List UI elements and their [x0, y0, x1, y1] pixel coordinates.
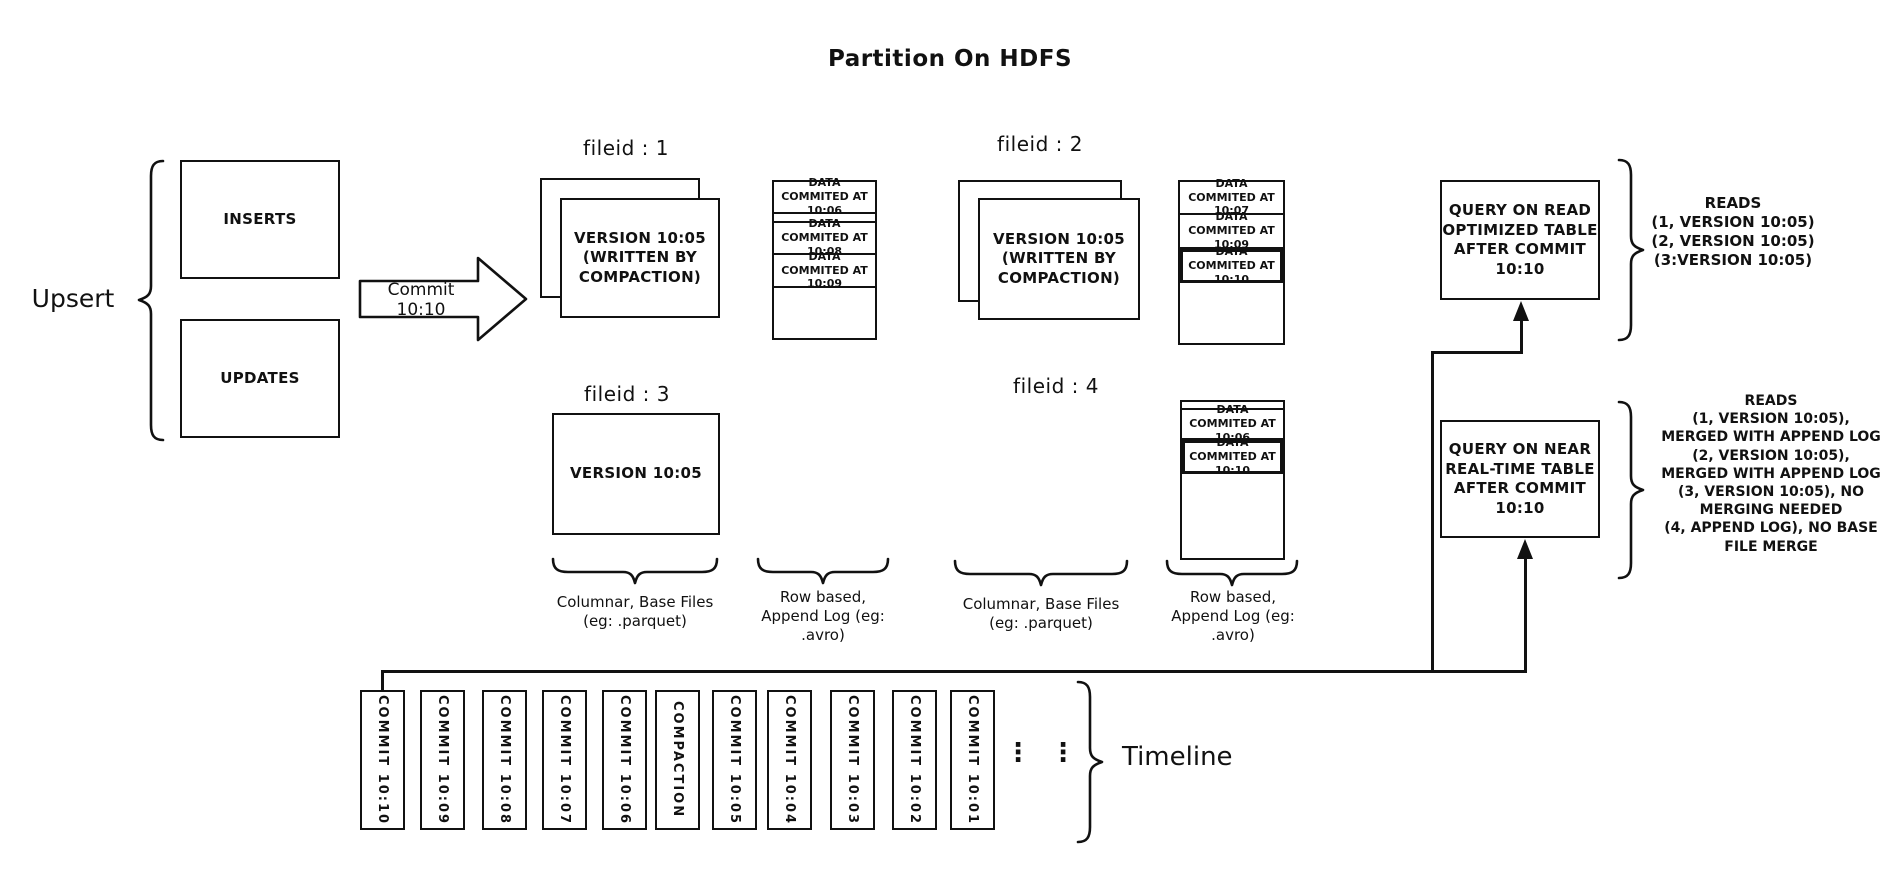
timeline-ellipsis-2: ⋮ — [1050, 738, 1076, 768]
append-log-1-segment-1009: DATA COMMITED AT 10:09 — [774, 250, 875, 290]
timeline-commit-1006: COMMIT 10:06 — [602, 690, 647, 830]
append-log-4-segment-1006: DATA COMMITED AT 10:06 — [1182, 403, 1283, 444]
fileid-1-base-text: VERSION 10:05 (WRITTEN BY COMPACTION) — [574, 228, 706, 286]
timeline-commit-1008-label: COMMIT 10:08 — [497, 694, 512, 826]
timeline-commit-1002-label: COMMIT 10:02 — [907, 694, 922, 826]
append-log-2-segment-1010: DATA COMMITED AT 10:10 — [1180, 245, 1283, 286]
inserts-label: INSERTS — [223, 209, 297, 228]
query-read-optimized-text: QUERY ON READ OPTIMIZED TABLE AFTER COMM… — [1442, 201, 1598, 278]
append-log-4: DATA COMMITED AT 10:06 DATA COMMITED AT … — [1180, 400, 1285, 560]
append-log-1-segment-1008: DATA COMMITED AT 10:08 — [774, 217, 875, 258]
fileid-4-label: fileid : 4 — [1013, 374, 1099, 398]
rowbased-label-2: Row based, Append Log (eg: .avro) — [1171, 588, 1295, 645]
timeline-compaction-label: COMPACTION — [670, 701, 685, 819]
timeline-commit-1005: COMMIT 10:05 — [712, 690, 757, 830]
reads-list-near-realtime: READS (1, VERSION 10:05), MERGED WITH AP… — [1661, 393, 1881, 555]
append-log-2: DATA COMMITED AT 10:07 DATA COMMITED AT … — [1178, 177, 1285, 345]
fileid-2-label: fileid : 2 — [997, 132, 1083, 156]
append-log-4-segment-1010: DATA COMMITED AT 10:10 — [1182, 436, 1283, 477]
upsert-label: Upsert — [31, 284, 115, 313]
timeline-commit-1004: COMMIT 10:04 — [767, 690, 812, 830]
timeline-compaction: COMPACTION — [655, 690, 700, 830]
timeline-commit-1007: COMMIT 10:07 — [542, 690, 587, 830]
timeline-label: Timeline — [1122, 742, 1233, 772]
append-log-1: DATA COMMITED AT 10:06 DATA COMMITED AT … — [772, 176, 877, 340]
timeline-commit-1007-label: COMMIT 10:07 — [557, 694, 572, 826]
page-title: Partition On HDFS — [827, 46, 1073, 72]
query-near-realtime-box: QUERY ON NEAR REAL-TIME TABLE AFTER COMM… — [1440, 420, 1600, 538]
fileid-1-base-card: VERSION 10:05 (WRITTEN BY COMPACTION) — [560, 198, 720, 318]
timeline-ellipsis-1: ⋮ — [1005, 738, 1031, 768]
timeline-commit-1004-label: COMMIT 10:04 — [782, 694, 797, 826]
timeline-commit-1003: COMMIT 10:03 — [830, 690, 875, 830]
read-optimized-arrowhead-icon — [1513, 301, 1529, 321]
timeline-brace-icon — [1076, 680, 1104, 844]
commit-arrow-label: Commit 10:10 — [387, 280, 455, 320]
fileid-3-label: fileid : 3 — [584, 382, 670, 406]
columnar-label-1: Columnar, Base Files (eg: .parquet) — [556, 593, 714, 631]
rowbased-label-1: Row based, Append Log (eg: .avro) — [761, 588, 885, 645]
timeline-commit-1008: COMMIT 10:08 — [482, 690, 527, 830]
fileid-2-base-text: VERSION 10:05 (WRITTEN BY COMPACTION) — [993, 229, 1125, 287]
timeline-commit-1010-label: COMMIT 10:10 — [375, 694, 390, 826]
query-read-optimized-box: QUERY ON READ OPTIMIZED TABLE AFTER COMM… — [1440, 180, 1600, 300]
fileid-3-base-card: VERSION 10:05 — [552, 413, 720, 535]
connector-timeline-stub — [381, 670, 384, 691]
connector-read-optimized-horizontal — [1431, 351, 1523, 354]
reads-brace-2-icon — [1617, 400, 1645, 580]
query-near-realtime-text: QUERY ON NEAR REAL-TIME TABLE AFTER COMM… — [1445, 440, 1595, 517]
connector-near-realtime-vertical — [1524, 558, 1527, 672]
timeline-commit-1001: COMMIT 10:01 — [950, 690, 995, 830]
append-log-2-segment-1007: DATA COMMITED AT 10:07 — [1180, 177, 1283, 217]
connector-read-optimized-riser — [1520, 320, 1523, 353]
timeline-commit-1006-label: COMMIT 10:06 — [617, 694, 632, 826]
rowbased-brace-2-icon — [1165, 559, 1299, 587]
rowbased-brace-1-icon — [756, 557, 890, 585]
append-log-4-segment-empty — [1182, 402, 1283, 410]
append-log-2-segment-1009: DATA COMMITED AT 10:09 — [1180, 210, 1283, 251]
timeline-commit-1005-label: COMMIT 10:05 — [727, 694, 742, 826]
timeline-commit-1002: COMMIT 10:02 — [892, 690, 937, 830]
fileid-3-base-text: VERSION 10:05 — [570, 464, 702, 483]
timeline-commit-1009: COMMIT 10:09 — [420, 690, 465, 830]
updates-label: UPDATES — [220, 368, 300, 387]
columnar-brace-2-icon — [953, 559, 1129, 587]
timeline-commit-1010: COMMIT 10:10 — [360, 690, 405, 830]
timeline-commit-1001-label: COMMIT 10:01 — [965, 694, 980, 826]
commit-arrow-icon — [358, 256, 528, 342]
timeline-commit-1009-label: COMMIT 10:09 — [435, 694, 450, 826]
upsert-brace-icon — [137, 159, 165, 442]
columnar-brace-1-icon — [551, 557, 719, 585]
updates-box: UPDATES — [180, 319, 340, 438]
fileid-2-base-card: VERSION 10:05 (WRITTEN BY COMPACTION) — [978, 198, 1140, 320]
columnar-label-2: Columnar, Base Files (eg: .parquet) — [962, 595, 1120, 633]
timeline-commit-1003-label: COMMIT 10:03 — [845, 694, 860, 826]
reads-brace-1-icon — [1617, 158, 1645, 342]
connector-horizontal-main — [381, 670, 1527, 673]
reads-list-read-optimized: READS (1, VERSION 10:05) (2, VERSION 10:… — [1651, 194, 1815, 269]
inserts-box: INSERTS — [180, 160, 340, 279]
near-realtime-arrowhead-icon — [1517, 539, 1533, 559]
append-log-1-segment-1006: DATA COMMITED AT 10:06 — [774, 176, 875, 217]
append-log-1-segment-empty — [774, 214, 875, 223]
connector-read-optimized-vertical — [1431, 351, 1434, 672]
fileid-1-label: fileid : 1 — [583, 136, 669, 160]
